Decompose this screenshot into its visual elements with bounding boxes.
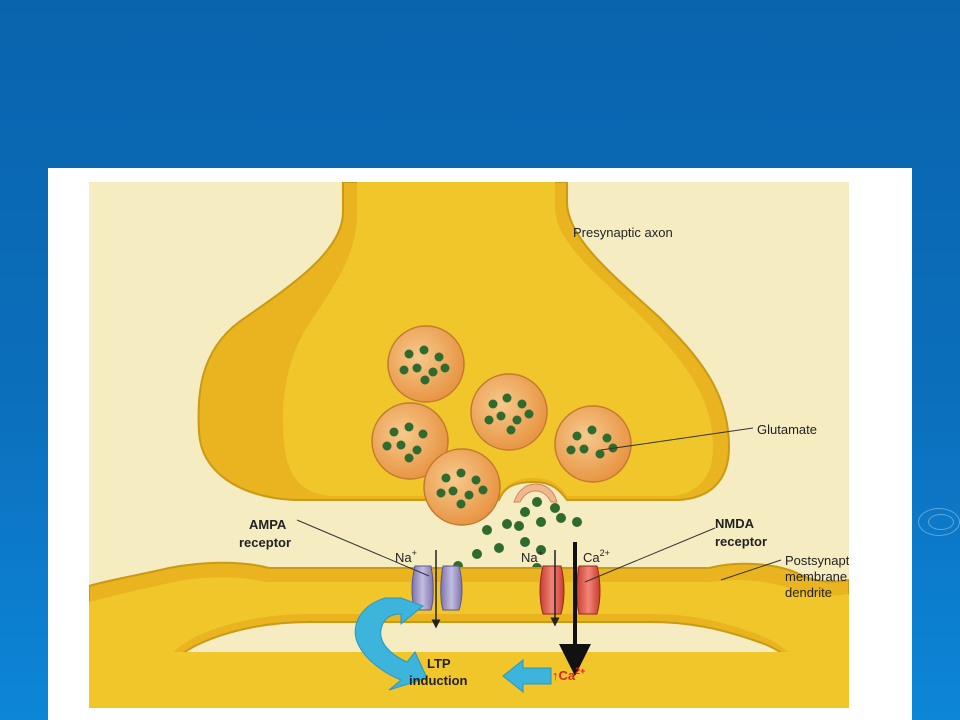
nmda-leader-line xyxy=(584,527,716,583)
ripple-decoration xyxy=(928,514,954,530)
label-postsynaptic-line2: membrane of xyxy=(785,569,849,584)
label-ltp-line1: LTP xyxy=(427,656,451,671)
ion-label-na-nmda: Na+ xyxy=(521,548,543,565)
label-nmda-line1: NMDA xyxy=(715,516,755,531)
postsynaptic-cytoplasm xyxy=(89,577,849,708)
label-nmda-line2: receptor xyxy=(715,534,767,549)
synaptic-vesicle xyxy=(554,405,632,483)
ampa-leader-line xyxy=(296,519,430,577)
synaptic-vesicle xyxy=(470,373,548,451)
label-postsynaptic-line1: Postsynaptic xyxy=(785,553,849,568)
label-postsynaptic-line3: dendrite xyxy=(785,585,832,600)
label-ltp-line2: induction xyxy=(409,673,468,688)
dendrite-body xyxy=(89,652,849,708)
synaptic-vesicle xyxy=(387,325,465,403)
label-glutamate: Glutamate xyxy=(757,422,817,437)
postsynaptic-leader-line xyxy=(720,559,782,581)
ion-label-ca-nmda: Ca2+ xyxy=(583,548,610,565)
label-ampa-line1: AMPA xyxy=(249,517,287,532)
label-ampa-line2: receptor xyxy=(239,535,291,550)
ltp-straight-arrow xyxy=(502,658,552,694)
ltp-curved-arrow xyxy=(354,597,428,691)
synaptic-vesicle xyxy=(423,448,501,526)
slide-content-panel: Presynaptic axon Glutamate AMPA receptor… xyxy=(48,168,912,720)
synapse-diagram: Presynaptic axon Glutamate AMPA receptor… xyxy=(89,182,849,708)
label-ca-increase: ↑Ca2+ xyxy=(552,666,585,683)
vesicle-fusion-pore xyxy=(513,483,558,503)
glutamate-leader-line xyxy=(600,427,754,451)
label-presynaptic-axon: Presynaptic axon xyxy=(573,225,673,240)
ion-label-na-ampa: Na+ xyxy=(395,548,417,565)
synaptic-vesicle xyxy=(371,402,449,480)
ampa-receptor-channel xyxy=(411,565,463,611)
